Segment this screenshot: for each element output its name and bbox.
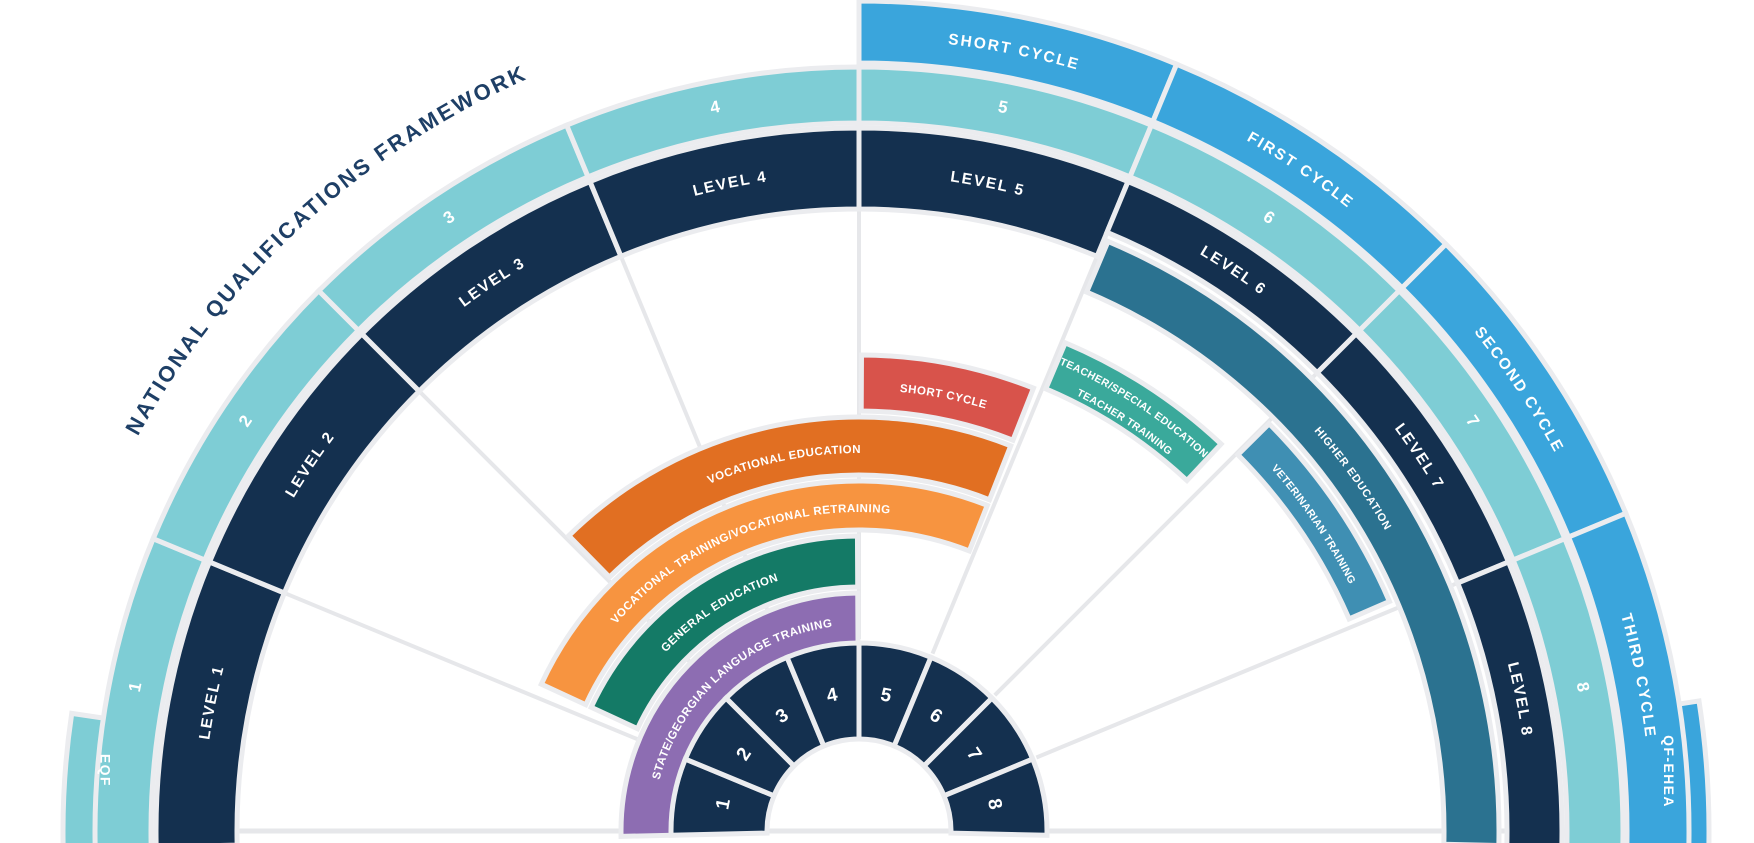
level-band-8 (1454, 558, 1565, 843)
cycle-band-third-cycle (1565, 510, 1692, 843)
program-band-higher-education (1083, 238, 1502, 843)
program-band-vocational-training (537, 478, 991, 709)
inner-number-8: 8 (983, 797, 1006, 811)
eqf-number-5: 5 (997, 97, 1010, 117)
eqf-tab-label: EQF (97, 754, 113, 787)
inner-number-4: 4 (825, 684, 840, 707)
program-band-short-cycle-program (858, 352, 1037, 444)
program-band-vocational-education (565, 414, 1014, 581)
qf-ehea-tab-label: QF-EHEA (1661, 735, 1677, 808)
inner-number-5: 5 (879, 684, 894, 707)
eqf-number-4: 4 (709, 97, 723, 118)
eqf-number-1: 1 (125, 681, 145, 694)
eqf-number-band-8 (1509, 535, 1626, 843)
program-band-teacher-training (1042, 339, 1225, 485)
inner-number-band-8 (940, 755, 1050, 838)
inner-number-1: 1 (712, 796, 735, 811)
program-band-general-education (587, 533, 861, 732)
program-band-veterinarian-training (1234, 420, 1393, 623)
eqf-number-8: 8 (1573, 681, 1593, 694)
